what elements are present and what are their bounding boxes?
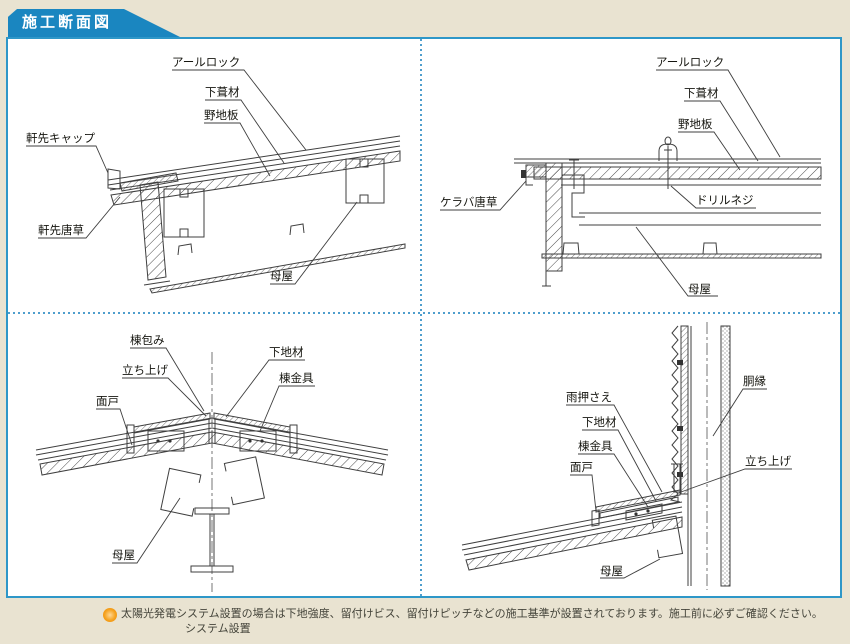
callout-r-lock: アールロック bbox=[656, 56, 781, 158]
footnote-line1: 太陽光発電システム設置の場合は下地強度、留付けビス、留付けピッチなどの施工基準が… bbox=[121, 608, 823, 620]
diagram-ridge-section: 棟包み 下地材 立ち上げ 棟金具 面戸 母屋 bbox=[35, 333, 389, 592]
callout-upstand: 立ち上げ bbox=[680, 454, 792, 493]
label-purlin: 母屋 bbox=[600, 565, 623, 578]
callout-eave-flashing: 軒先唐草 bbox=[38, 196, 121, 239]
callout-ridge-bracket: 棟金具 bbox=[578, 439, 649, 508]
label-ridge-cover: 棟包み bbox=[130, 333, 165, 347]
label-rain-flashing: 雨押さえ bbox=[566, 390, 612, 404]
diagram-wall-junction-section: 雨押さえ 下地材 棟金具 面戸 胴縁 立ち上げ 母屋 bbox=[461, 322, 792, 590]
label-purlin: 母屋 bbox=[270, 270, 293, 283]
label-drill-screw: ドリルネジ bbox=[696, 194, 754, 207]
callout-r-lock: アールロック bbox=[172, 56, 307, 151]
section-tab: 施工断面図 bbox=[8, 9, 180, 37]
label-eave-flashing: 軒先唐草 bbox=[38, 223, 84, 237]
label-ridge-bracket: 棟金具 bbox=[279, 371, 314, 385]
label-underlayment: 下葺材 bbox=[684, 86, 719, 100]
label-purlin: 母屋 bbox=[112, 549, 135, 562]
label-base-material: 下地材 bbox=[582, 415, 617, 429]
label-ridge-bracket: 棟金具 bbox=[578, 439, 613, 453]
callout-filler: 面戸 bbox=[96, 396, 133, 446]
callout-ridge-bracket: 棟金具 bbox=[259, 371, 315, 432]
quadrant-divider-vertical bbox=[420, 39, 422, 596]
label-filler: 面戸 bbox=[570, 462, 593, 474]
callout-underlayment: 下葺材 bbox=[684, 86, 759, 162]
callout-upstand: 立ち上げ bbox=[122, 363, 207, 417]
callout-base-material: 下地材 bbox=[582, 415, 657, 502]
eave-drawing-geometry bbox=[107, 135, 406, 294]
diagram-eave-section: アールロック 下葺材 野地板 軒先キャップ 軒先唐草 母屋 bbox=[26, 56, 406, 294]
label-r-lock: アールロック bbox=[172, 56, 240, 69]
quadrant-divider-horizontal bbox=[8, 312, 842, 314]
label-filler: 面戸 bbox=[96, 396, 119, 408]
footnote: 太陽光発電システム設置の場合は下地強度、留付けビス、留付けピッチなどの施工基準が… bbox=[121, 607, 847, 637]
callout-ridge-cover: 棟包み bbox=[130, 333, 205, 412]
label-eave-cap: 軒先キャップ bbox=[26, 132, 95, 145]
label-sheathing: 野地板 bbox=[204, 108, 239, 122]
section-tab-title: 施工断面図 bbox=[22, 14, 113, 31]
diagram-verge-section: アールロック 下葺材 野地板 ケラバ唐草 ドリルネジ 母屋 bbox=[440, 56, 822, 297]
label-verge-flashing: ケラバ唐草 bbox=[440, 195, 497, 209]
label-underlayment: 下葺材 bbox=[205, 85, 240, 99]
callout-purlin: 母屋 bbox=[600, 558, 661, 579]
sunburst-icon bbox=[103, 608, 117, 622]
callout-underlayment: 下葺材 bbox=[205, 85, 285, 164]
callout-eave-cap: 軒先キャップ bbox=[26, 132, 109, 174]
callout-filler: 面戸 bbox=[570, 462, 597, 512]
callout-rain-flashing: 雨押さえ bbox=[566, 390, 663, 493]
verge-drawing-geometry bbox=[514, 136, 822, 287]
label-furring: 胴縁 bbox=[743, 374, 766, 388]
ridge-drawing-geometry bbox=[35, 412, 389, 573]
callout-purlin: 母屋 bbox=[635, 226, 718, 297]
diagram-panel bbox=[6, 37, 842, 598]
footnote-line2: システム設置 bbox=[185, 623, 251, 635]
label-sheathing: 野地板 bbox=[678, 117, 713, 131]
callout-verge-flashing: ケラバ唐草 bbox=[440, 180, 527, 211]
label-r-lock: アールロック bbox=[656, 56, 724, 69]
callout-purlin: 母屋 bbox=[112, 497, 181, 564]
callout-sheathing: 野地板 bbox=[678, 117, 741, 171]
callout-drill-screw: ドリルネジ bbox=[670, 185, 756, 209]
label-purlin: 母屋 bbox=[688, 283, 711, 296]
wall-junction-drawing-geometry bbox=[461, 325, 731, 587]
callout-purlin: 母屋 bbox=[270, 201, 358, 285]
label-base-material: 下地材 bbox=[269, 345, 304, 359]
callout-base-material: 下地材 bbox=[225, 345, 305, 418]
label-upstand: 立ち上げ bbox=[745, 454, 791, 468]
callout-furring: 胴縁 bbox=[712, 374, 767, 437]
label-upstand: 立ち上げ bbox=[122, 363, 168, 377]
callout-sheathing: 野地板 bbox=[204, 108, 271, 177]
